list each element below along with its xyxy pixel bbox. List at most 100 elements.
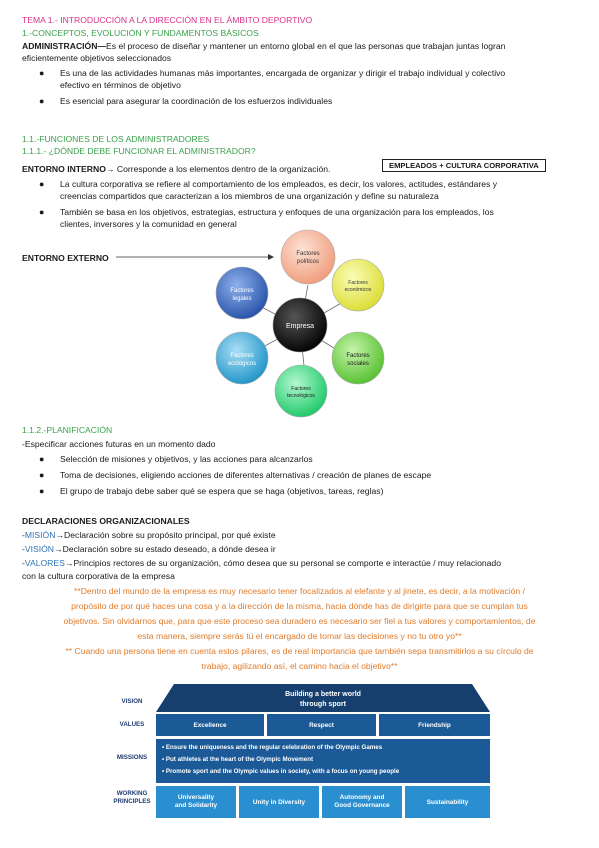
declarations-heading: DECLARACIONES ORGANIZACIONALES [22, 516, 190, 526]
factors-diagram: Empresa Factores políticos Factores econ… [116, 229, 385, 418]
bullet-icon: ● [39, 96, 45, 106]
admin-lead: ADMINISTRACIÓN— [22, 41, 107, 51]
entorno-interno-text: → Corresponde a los elementos dentro de … [105, 164, 331, 174]
planning-bullets: ● Selección de misiones y objetivos, y la… [22, 453, 588, 497]
employees-culture-box: EMPLEADOS + CULTURA CORPORATIVA [382, 159, 546, 172]
factor-label-sociales-2: sociales [347, 361, 369, 367]
admin-bullets: ● Es una de las actividades humanas más i… [22, 67, 592, 107]
admin-bullet-1b: efectivo en términos de objetivo [60, 80, 181, 90]
mision-text: →Declaración sobre su propósito principa… [55, 530, 276, 540]
note-line: trabajo, agilizando así, el camino hacia… [201, 661, 398, 671]
factor-node-economicos [331, 258, 385, 312]
empresa-node [272, 297, 328, 353]
planning-intro: -Especificar acciones futuras en un mome… [22, 439, 216, 449]
list-item: ● Es una de las actividades humanas más i… [22, 67, 592, 91]
mision-key: MISIÓN [24, 530, 56, 540]
note-line: ** Cuando una persona tiene en cuenta es… [65, 646, 534, 656]
bullet-icon: ● [39, 68, 45, 78]
entorno-bullet-1b: creencias compartidos que caracterizan a… [60, 191, 439, 201]
entorno-bullets: ● La cultura corporativa se refiere al co… [22, 178, 588, 230]
factor-node-tecnologicos [274, 364, 328, 418]
principle-universality: Universality and Solidarity [156, 786, 236, 818]
note-line: propósito de por qué haces una cosa y a … [71, 601, 528, 611]
arrow-head-icon [268, 254, 274, 260]
list-item: ● La cultura corporativa se refiere al co… [22, 178, 588, 202]
missions-box: • Ensure the uniqueness and the regular … [156, 739, 490, 783]
admin-bullet-1a: Es una de las actividades humanas más im… [60, 68, 506, 78]
note-line: objetivos. Sin olvidarnos que, para que … [63, 616, 536, 626]
note-line: **Dentro del mundo de la empresa es muy … [74, 586, 525, 596]
label-missions: MISSIONS [116, 754, 148, 761]
vision-line: -VISIÓN→Declaración sobre su estado dese… [22, 544, 276, 554]
entorno-interno: ENTORNO INTERNO→ Corresponde a los eleme… [22, 163, 330, 175]
factor-node-legales [215, 266, 269, 320]
principle-autonomy: Autonomy and Good Governance [322, 786, 402, 818]
mission-item: • Ensure the uniqueness and the regular … [162, 744, 383, 751]
factor-label-ecologicos-2: ecológicos [228, 361, 256, 367]
olympic-framework-diagram: VISION VALUES MISSIONS WORKING PRINCIPLE… [110, 684, 490, 819]
factor-label-economicos-2: económicos [345, 287, 372, 293]
mission-item: • Put athletes at the heart of the Olymp… [162, 756, 314, 763]
factor-label-economicos-1: Factores [348, 280, 368, 286]
principle-unity: Unity in Diversity [239, 786, 319, 818]
entorno-interno-lead: ENTORNO INTERNO [22, 164, 106, 174]
factor-label-sociales-1: Factores [346, 353, 369, 359]
entorno-externo-label: ENTORNO EXTERNO [22, 253, 109, 263]
factor-node-ecologicos [215, 331, 269, 385]
value-friendship: Friendship [379, 714, 490, 736]
entorno-bullet-1a: La cultura corporativa se refiere al com… [60, 179, 498, 189]
note-line: esta manera, siempre serás tú el encarga… [137, 631, 462, 641]
vision-key: VISIÓN [24, 544, 55, 554]
factor-label-ecologicos-1: Factores [230, 353, 253, 359]
section-111-heading: 1.1.1.- ¿DÓNDE DEBE FUNCIONAR EL ADMINIS… [22, 146, 256, 156]
section-112-heading: 1.1.2.-PLANIFICACIÓN [22, 425, 113, 435]
list-item: ● Toma de decisiones, eligiendo acciones … [22, 469, 588, 481]
label-working-principles: WORKING PRINCIPLES [113, 790, 151, 805]
notes-block: **Dentro del mundo de la empresa es muy … [10, 585, 589, 672]
planning-bullet-1: Selección de misiones y objetivos, y las… [60, 454, 313, 464]
vision-text: →Declaración sobre su estado deseado, a … [54, 544, 276, 554]
vision-banner: Building a better world through sport [156, 684, 490, 712]
list-item: ● También se basa en los objetivos, estra… [22, 206, 588, 230]
list-item: ● Es esencial para asegurar la coordinaci… [22, 95, 592, 107]
planning-bullet-3: El grupo de trabajo debe saber qué se es… [60, 486, 384, 496]
factor-label-legales-1: Factores [230, 288, 253, 294]
label-values: VALUES [119, 721, 145, 728]
vision-text-line1: Building a better world [285, 691, 361, 698]
valores-line2: con la cultura corporativa de la empresa [22, 571, 175, 581]
empresa-label: Empresa [286, 323, 314, 330]
bullet-icon: ● [39, 486, 45, 496]
factor-label-tecnologicos-1: Factores [291, 386, 311, 392]
bullet-icon: ● [39, 179, 45, 189]
admin-bullet-2: Es esencial para asegurar la coordinació… [60, 96, 333, 106]
factor-node-sociales [331, 331, 385, 385]
list-item: ● Selección de misiones y objetivos, y la… [22, 453, 588, 465]
valores-key: VALORES [24, 558, 65, 568]
bullet-icon: ● [39, 470, 45, 480]
bullet-icon: ● [39, 207, 45, 217]
vision-text-line2: through sport [300, 701, 347, 708]
factor-label-politicos-1: Factores [296, 251, 319, 257]
entorno-bullet-2b: clientes, inversores y la comunidad en g… [60, 219, 237, 229]
valores-text: →Principios rectores de su organización,… [64, 558, 501, 568]
value-respect: Respect [267, 714, 376, 736]
bullet-icon: ● [39, 454, 45, 464]
factor-label-politicos-2: políticos [297, 259, 319, 265]
section-11-heading: 1.1.-FUNCIONES DE LOS ADMINISTRADORES [22, 134, 210, 144]
valores-line: -VALORES→Principios rectores de su organ… [22, 558, 501, 568]
principle-sustainability: Sustainability [405, 786, 490, 818]
label-vision: VISION [121, 698, 143, 705]
planning-bullet-2: Toma de decisiones, eligiendo acciones d… [60, 470, 432, 480]
admin-line1: Es el proceso de diseñar y mantener un e… [106, 41, 506, 51]
entorno-bullet-2a: También se basa en los objetivos, estrat… [60, 207, 494, 217]
admin-line2: eficientemente objetivos seleccionados [22, 53, 172, 63]
mision-line: -MISIÓN→Declaración sobre su propósito p… [22, 530, 276, 540]
doc-title: TEMA 1.- INTRODUCCIÓN A LA DIRECCIÓN EN … [22, 15, 313, 25]
factor-label-tecnologicos-2: tecnológicos [287, 393, 315, 399]
value-excellence: Excellence [156, 714, 264, 736]
doc-subtitle: 1.-CONCEPTOS, EVOLUCIÓN Y FUNDAMENTOS BÁ… [22, 28, 259, 38]
factor-label-legales-2: legales [232, 296, 251, 302]
admin-definition: ADMINISTRACIÓN—Es el proceso de diseñar … [22, 40, 505, 52]
factor-node-politicos [280, 229, 336, 285]
